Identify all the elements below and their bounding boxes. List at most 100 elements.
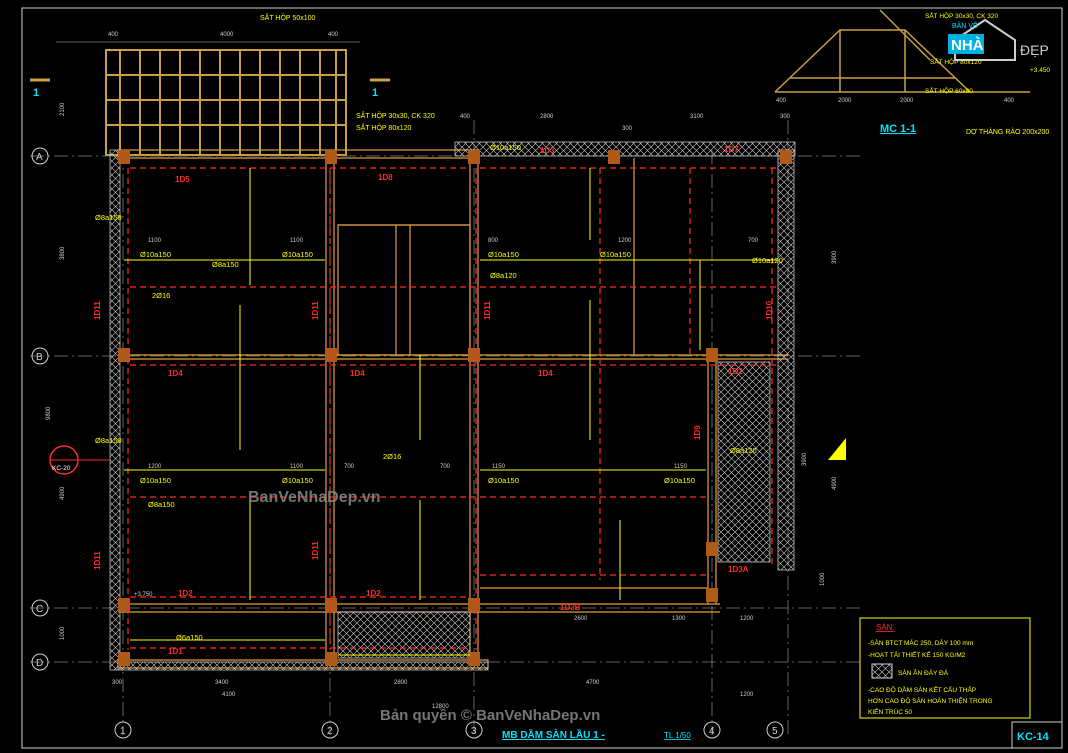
logo-top-text: BẢN VẼ bbox=[952, 21, 978, 30]
rebar-bars bbox=[124, 168, 778, 656]
legend-box: SÀN: -SÀN BTCT MÁC 250, DÀY 100 mm -HOẠT… bbox=[859, 617, 1031, 719]
section-railing-note: DỢ THÀNG RÀO 200x200 bbox=[966, 127, 1049, 136]
rebar-label: Ø10a120 bbox=[752, 256, 783, 265]
rebar-label: Ø8a150 bbox=[148, 500, 175, 509]
rebar-label: Ø8a120 bbox=[730, 446, 757, 455]
axis-label-d: D bbox=[36, 658, 43, 669]
rebar-label: Ø10a150 bbox=[488, 250, 519, 259]
dim-mid: 1150 bbox=[674, 464, 688, 470]
section-dim-2: 2000 bbox=[838, 98, 852, 104]
dim-mid: 1200 bbox=[148, 464, 162, 470]
section-level: +3.450 bbox=[1030, 67, 1050, 74]
beam-outline bbox=[117, 149, 788, 669]
dim-bottom: 300 bbox=[112, 680, 123, 686]
sheet-scale: TL 1/50 bbox=[664, 731, 691, 740]
section-note-2: SẮT HỘP 80x120 bbox=[930, 57, 982, 66]
beam-label: 1D4 bbox=[168, 369, 183, 378]
dim-bottom: 2800 bbox=[394, 680, 408, 686]
legend-note: -CAO ĐỘ DẦM SÀN KẾT CẤU THẤP bbox=[868, 684, 976, 694]
beam-label: 1D3B bbox=[560, 603, 581, 612]
watermark-center: BanVeNhaDep.vn bbox=[248, 489, 380, 506]
axis-label-2: 2 bbox=[327, 726, 333, 737]
rebar-label: Ø10a150 bbox=[488, 476, 519, 485]
dim-top: 300 bbox=[780, 114, 791, 120]
legend-line: -HOẠT TẢI THIẾT KẾ 150 KG/M2 bbox=[868, 649, 966, 659]
dim-mid: 2600 bbox=[574, 616, 588, 622]
section-dim-1: 400 bbox=[776, 98, 787, 104]
dim-left: 3800 bbox=[60, 246, 66, 260]
pergola-dim-2: 4000 bbox=[220, 32, 234, 38]
dim-mid: 700 bbox=[748, 238, 759, 244]
rebar-label: 2Ø16 bbox=[383, 452, 401, 461]
beam-label-vertical: 1D11 bbox=[93, 301, 102, 320]
dim-right: 3900 bbox=[832, 250, 838, 264]
section-note-1: SẮT HỘP 30x30, CK 320 bbox=[925, 11, 998, 20]
dim-mid: 1200 bbox=[618, 238, 632, 244]
rebar-label: Ø10a150 bbox=[140, 250, 171, 259]
dim-bottom: 4700 bbox=[586, 680, 600, 686]
sheet-number-box bbox=[1011, 721, 1063, 749]
dim-mid: 1200 bbox=[740, 616, 754, 622]
dim-mid: 1300 bbox=[672, 616, 686, 622]
beam-label: 1D3A bbox=[728, 565, 749, 574]
row-axis-bubbles: A B C D bbox=[31, 147, 49, 671]
rebar-label: Ø8a150 bbox=[212, 260, 239, 269]
beam-label: 1D4 bbox=[350, 369, 365, 378]
columns bbox=[118, 150, 792, 666]
dim-right: 1000 bbox=[820, 572, 826, 586]
legend-line: -SÀN BTCT MÁC 250, DÀY 100 mm bbox=[868, 638, 973, 647]
beam-label: 1D5 bbox=[175, 175, 190, 184]
rebar-label: Ø10a150 bbox=[282, 476, 313, 485]
rebar-label: Ø10a150 bbox=[600, 250, 631, 259]
dim-right: 4900 bbox=[832, 476, 838, 490]
section-mc-1-1 bbox=[774, 9, 1030, 93]
beam-label: 1D3 bbox=[540, 146, 555, 155]
rebar-label: Ø10a150 bbox=[664, 476, 695, 485]
axis-label-1: 1 bbox=[120, 726, 126, 737]
pergola-dim-3: 400 bbox=[328, 32, 339, 38]
watermark-bottom: Bản quyền © BanVeNhaDep.vn bbox=[380, 707, 600, 724]
axis-label-a: A bbox=[36, 152, 43, 163]
rebar-label: 2Ø16 bbox=[152, 291, 170, 300]
dim-bottom: 4100 bbox=[222, 692, 236, 698]
pergola-side-note-2: SẮT HỘP 80x120 bbox=[356, 123, 411, 132]
sheet-frame bbox=[21, 7, 1063, 749]
beam-label: 1D2 bbox=[178, 589, 193, 598]
dim-top: 300 bbox=[622, 126, 633, 132]
axis-label-5: 5 bbox=[772, 726, 778, 737]
dim-left: 1000 bbox=[60, 626, 66, 640]
logo-tail-text: ĐẸP bbox=[1020, 42, 1049, 58]
beam-label-vertical: 1D11 bbox=[93, 551, 102, 570]
beam-label-vertical: 1D11 bbox=[483, 301, 492, 320]
sheet-number: KC-14 bbox=[1017, 731, 1050, 743]
legend-note: HƠN CAO ĐỘ SÀN HOÀN THIỆN TRONG bbox=[868, 696, 993, 705]
dim-top: 3100 bbox=[690, 114, 704, 120]
axis-label-b: B bbox=[36, 352, 43, 363]
dim-mid: 1150 bbox=[492, 464, 506, 470]
dim-mid: 700 bbox=[344, 464, 355, 470]
callout-label: KC-20 bbox=[52, 465, 71, 472]
rebar-label: Ø8a150 bbox=[95, 436, 122, 445]
beam-centerlines bbox=[127, 167, 778, 650]
beam-label-vertical: 1D11 bbox=[311, 541, 320, 560]
pergola-dim-1: 400 bbox=[108, 32, 119, 38]
rebar-label: Ø6a150 bbox=[176, 633, 203, 642]
rebar-label: Ø10a150 bbox=[490, 143, 521, 152]
section-dim-3: 2000 bbox=[900, 98, 914, 104]
col-axis-bubbles: 1 2 3 4 5 bbox=[114, 721, 784, 739]
pergola-side-note-1: SẮT HỘP 30x30, CK 320 bbox=[356, 111, 435, 120]
rebar-label: Ø8a120 bbox=[490, 271, 517, 280]
dim-top: 400 bbox=[460, 114, 471, 120]
dim-left: 4900 bbox=[60, 486, 66, 500]
dim-mid: 800 bbox=[488, 238, 499, 244]
section-note-3: SẮT HỘP 60x80 bbox=[925, 86, 973, 95]
level-label: +3.750 bbox=[134, 592, 153, 598]
dim-mid: 700 bbox=[440, 464, 451, 470]
dim-mid: 1100 bbox=[290, 238, 304, 244]
dim-left: 2100 bbox=[60, 102, 66, 116]
legend-title: SÀN: bbox=[876, 623, 895, 632]
detail-callout: KC-20 bbox=[49, 445, 110, 475]
section-mark-right: 1 bbox=[372, 87, 378, 99]
axis-label-3: 3 bbox=[471, 726, 477, 737]
